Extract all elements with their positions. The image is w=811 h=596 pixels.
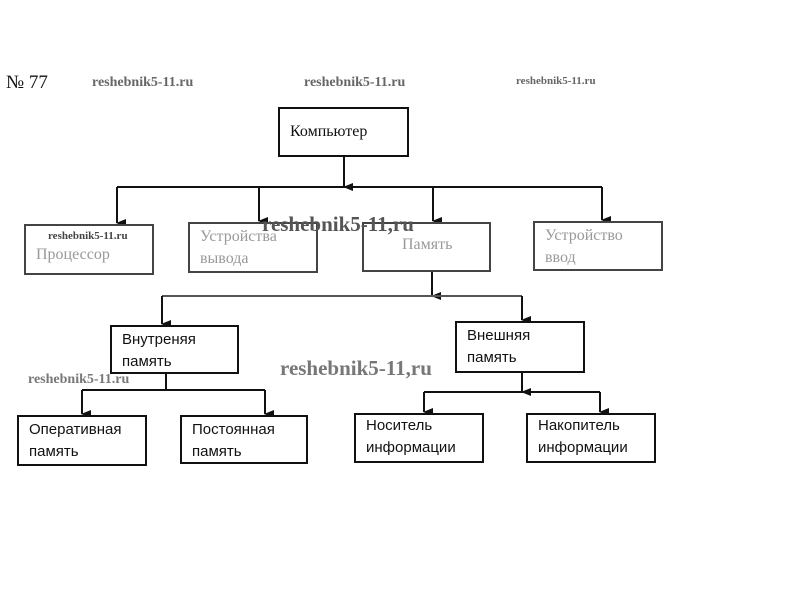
node-info-storage: Накопитель информации	[526, 413, 656, 463]
watermark: reshebnik5-11.ru	[304, 75, 406, 90]
node-output-devices: Устройства вывода	[188, 222, 318, 273]
node-memory: Память	[362, 222, 491, 272]
node-rom: Постоянная память	[180, 415, 308, 464]
problem-number: № 77	[6, 72, 48, 93]
watermark: reshebnik5-11.ru	[92, 75, 194, 90]
node-processor: Процессор	[24, 224, 154, 275]
node-input-device: Устройство ввод	[533, 221, 663, 271]
watermark: reshebnik5-11,ru	[262, 212, 414, 236]
watermark: reshebnik5-11.ru	[48, 230, 128, 242]
watermark: reshebnik5-11,ru	[280, 356, 432, 380]
node-info-carrier: Носитель информации	[354, 413, 484, 463]
node-computer: Компьютер	[278, 107, 409, 157]
node-internal-memory: Внутреняя память	[110, 325, 239, 374]
node-external-memory: Внешняя память	[455, 321, 585, 373]
node-ram: Оперативная память	[17, 415, 147, 466]
watermark: reshebnik5-11.ru	[516, 75, 596, 87]
watermark: reshebnik5-11.ru	[28, 372, 130, 387]
